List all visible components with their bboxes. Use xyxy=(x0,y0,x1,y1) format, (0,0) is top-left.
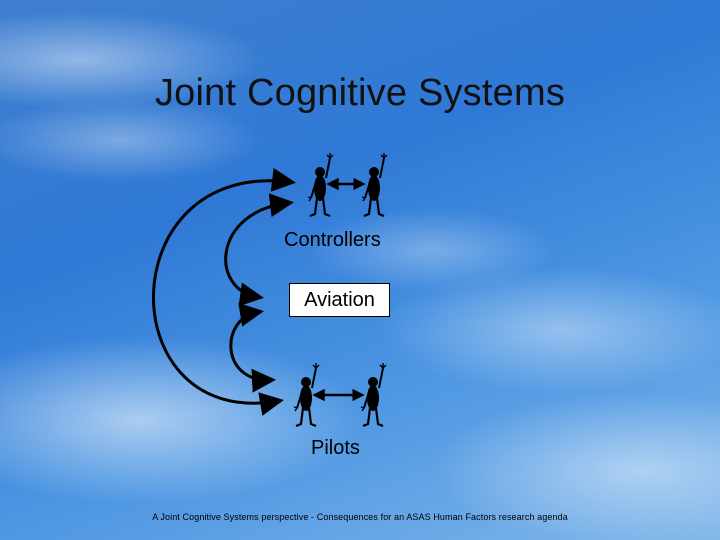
pilot-figure-right-icon xyxy=(359,361,388,428)
controllers-group xyxy=(306,151,389,218)
aviation-box: Aviation xyxy=(289,283,390,317)
controllers-pilots-arrow xyxy=(152,167,296,416)
aviation-label: Aviation xyxy=(304,288,375,311)
slide-title: Joint Cognitive Systems xyxy=(154,72,566,114)
pilots-label: Pilots xyxy=(311,437,360,459)
slide-footer: A Joint Cognitive Systems perspective - … xyxy=(152,512,568,522)
controller-figure-left-icon xyxy=(306,151,335,218)
pilot-figure-left-icon xyxy=(292,361,321,428)
pilots-group xyxy=(292,361,388,428)
controllers-label: Controllers xyxy=(284,229,381,251)
aviation-controllers-arrow xyxy=(224,193,294,307)
aviation-pilots-arrow xyxy=(229,302,276,393)
controller-figure-right-icon xyxy=(360,151,389,218)
